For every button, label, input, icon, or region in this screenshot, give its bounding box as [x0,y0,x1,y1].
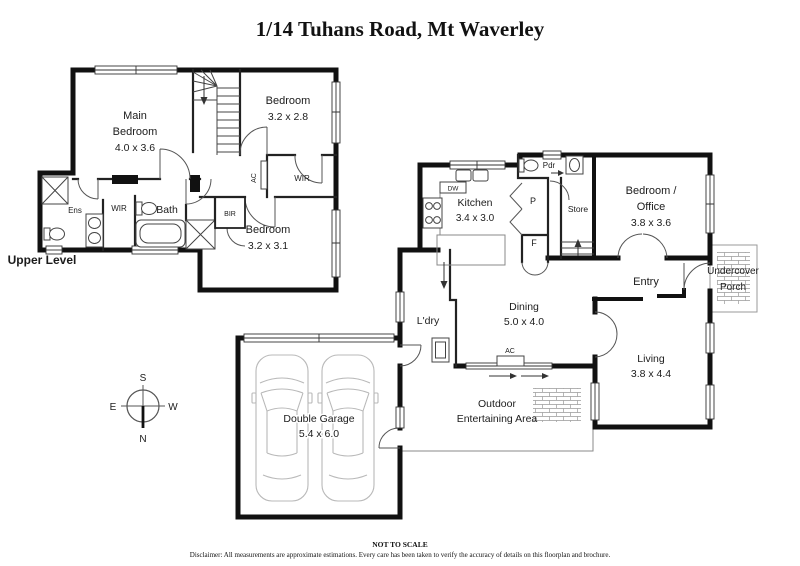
page-title: 1/14 Tuhans Road, Mt Waverley [256,17,545,41]
bath-toilet [135,201,157,216]
room-label-main-bedroom-line1: Main [123,110,147,122]
room-label-outdoor-line2: Entertaining Area [457,413,538,425]
upper-level-plan: Main Bedroom 4.0 x 3.6 Bedroom 3.2 x 2.8… [8,65,341,293]
scale-note: NOT TO SCALE [372,540,427,549]
ground-windows [243,150,715,429]
kitchen-sink [455,169,489,182]
room-label-bedroom-1: Bedroom [266,95,311,107]
ensuite-toilet [43,227,65,241]
room-label-wir-main: WIR [111,204,127,213]
kitchen-island-bench [436,234,506,266]
room-label-bath: Bath [156,204,178,216]
ground-exterior-walls-2 [453,255,713,369]
room-label-porch-line2: Porch [720,282,746,293]
ground-exterior-walls [235,152,713,520]
room-label-kitchen: Kitchen [457,197,492,209]
pantry-bifold-door [509,182,523,236]
upper-level-caption: Upper Level [8,253,77,267]
room-label-ensuite: Ens [68,206,82,215]
room-dims-kitchen: 3.4 x 3.0 [456,213,495,224]
label-upper-ac: AC [251,173,258,183]
kitchen-laundry-arrow [440,262,448,289]
bath-shower [185,219,216,250]
bathtub [135,219,186,248]
hall-arrow [551,170,564,176]
laundry-trough [431,337,450,363]
stove-cooktop [422,197,443,229]
powder-basin [565,155,584,175]
room-label-main-bedroom-line2: Bedroom [113,126,158,138]
compass-east: E [110,402,117,413]
upper-ac-unit [260,160,268,190]
room-label-bedroom-office-line2: Office [637,201,666,213]
room-label-bir: BIR [224,211,236,218]
room-dims-garage: 5.4 x 6.0 [299,428,339,440]
porch-boundary [709,244,758,313]
dishwasher: DW [439,181,467,194]
compass-north: N [139,434,146,445]
room-label-bedroom-2: Bedroom [246,224,291,236]
room-label-dining: Dining [509,301,539,313]
ground-interior-walls [448,153,563,368]
compass-west: W [168,402,178,413]
label-fridge: F [531,238,537,248]
staircase [192,69,240,155]
ensuite-vanity [85,213,104,248]
disclaimer-text: Disclaimer: All measurements are approxi… [190,551,611,559]
label-pantry: P [530,196,536,206]
powder-toilet [518,158,539,173]
sliding-door-arrows [489,373,549,379]
room-dims-bedroom-2: 3.2 x 3.1 [248,240,288,252]
room-dims-living: 3.8 x 4.4 [631,368,671,380]
room-label-entry: Entry [633,276,659,288]
outdoor-brick-hatch [533,388,581,422]
label-dishwasher: DW [448,186,460,193]
understair-store [561,239,594,256]
compass-south: S [140,373,147,384]
room-label-garage: Double Garage [283,413,354,425]
ground-doors [378,180,711,449]
room-label-laundry: L'dry [417,315,440,327]
room-dims-main-bedroom: 4.0 x 3.6 [115,142,155,154]
ensuite-shower [41,176,69,205]
outdoor-area-boundary [400,428,594,452]
room-label-powder: Pdr [543,161,556,170]
ground-level-plan: DW [235,150,760,520]
porch-brick-hatch [717,252,750,304]
room-label-porch-line1: Undercover [707,266,759,277]
ground-ac-unit [496,355,525,367]
wall-block [190,175,200,192]
room-label-store: Store [568,204,589,214]
room-dims-bedroom-1: 3.2 x 2.8 [268,111,308,123]
bir-closet [214,196,246,229]
upper-windows [45,65,341,278]
entry-walls [592,153,686,301]
footer: NOT TO SCALE Disclaimer: All measurement… [190,540,611,559]
room-dims-bedroom-office: 3.8 x 3.6 [631,217,671,229]
room-label-wir-bedroom: WIR [294,174,310,183]
wall-block [112,175,138,184]
label-ground-ac: AC [505,348,515,355]
room-label-bedroom-office-line1: Bedroom / [626,185,678,197]
compass: S N E W [110,373,179,445]
room-label-outdoor-line1: Outdoor [478,398,516,410]
room-dims-dining: 5.0 x 4.0 [504,316,544,328]
room-label-living: Living [637,353,665,365]
